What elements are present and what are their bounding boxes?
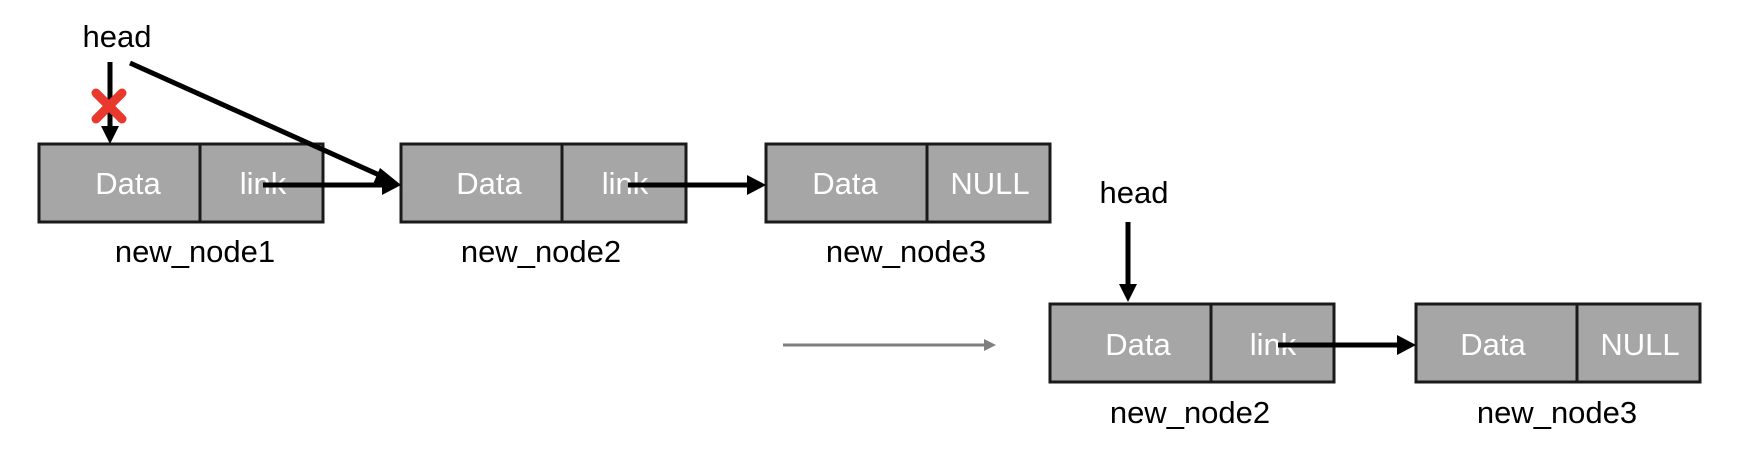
before-node-1: Data link	[37, 142, 325, 224]
link-cell	[925, 142, 1052, 224]
after-head-arrow	[1119, 222, 1137, 302]
transition-arrow	[783, 339, 996, 351]
before-node-3-name: new_node3	[826, 234, 986, 269]
data-cell	[37, 142, 202, 224]
data-cell-label: Data	[95, 166, 161, 201]
data-cell	[764, 142, 929, 224]
before-head-label: head	[83, 19, 152, 54]
data-cell-label: Data	[456, 166, 522, 201]
after-node-3-name: new_node3	[1477, 395, 1637, 430]
data-cell-label: Data	[812, 166, 878, 201]
link-cell	[1575, 302, 1702, 384]
link-cell-label: NULL	[1600, 327, 1679, 362]
before-node-3: Data NULL	[764, 142, 1052, 224]
before-node-1-name: new_node1	[115, 234, 275, 269]
data-cell	[1048, 302, 1213, 384]
link-cell-label: NULL	[950, 166, 1029, 201]
data-cell-label: Data	[1460, 327, 1526, 362]
before-node-2: Data link	[399, 142, 688, 224]
before-node-2-name: new_node2	[461, 234, 621, 269]
after-node-2-name: new_node2	[1110, 395, 1270, 430]
before-link-arrow-2-3	[628, 175, 766, 195]
after-node-3: Data NULL	[1414, 302, 1702, 384]
data-cell	[1414, 302, 1579, 384]
after-head-label: head	[1100, 175, 1169, 210]
before-new-head-arrow	[128, 60, 401, 185]
data-cell	[399, 142, 564, 224]
data-cell-label: Data	[1105, 327, 1171, 362]
removed-x-mark	[91, 88, 127, 124]
before-old-head-arrow	[101, 62, 119, 144]
after-link-arrow-2-3	[1278, 335, 1416, 355]
after-node-2: Data link	[1048, 302, 1336, 384]
